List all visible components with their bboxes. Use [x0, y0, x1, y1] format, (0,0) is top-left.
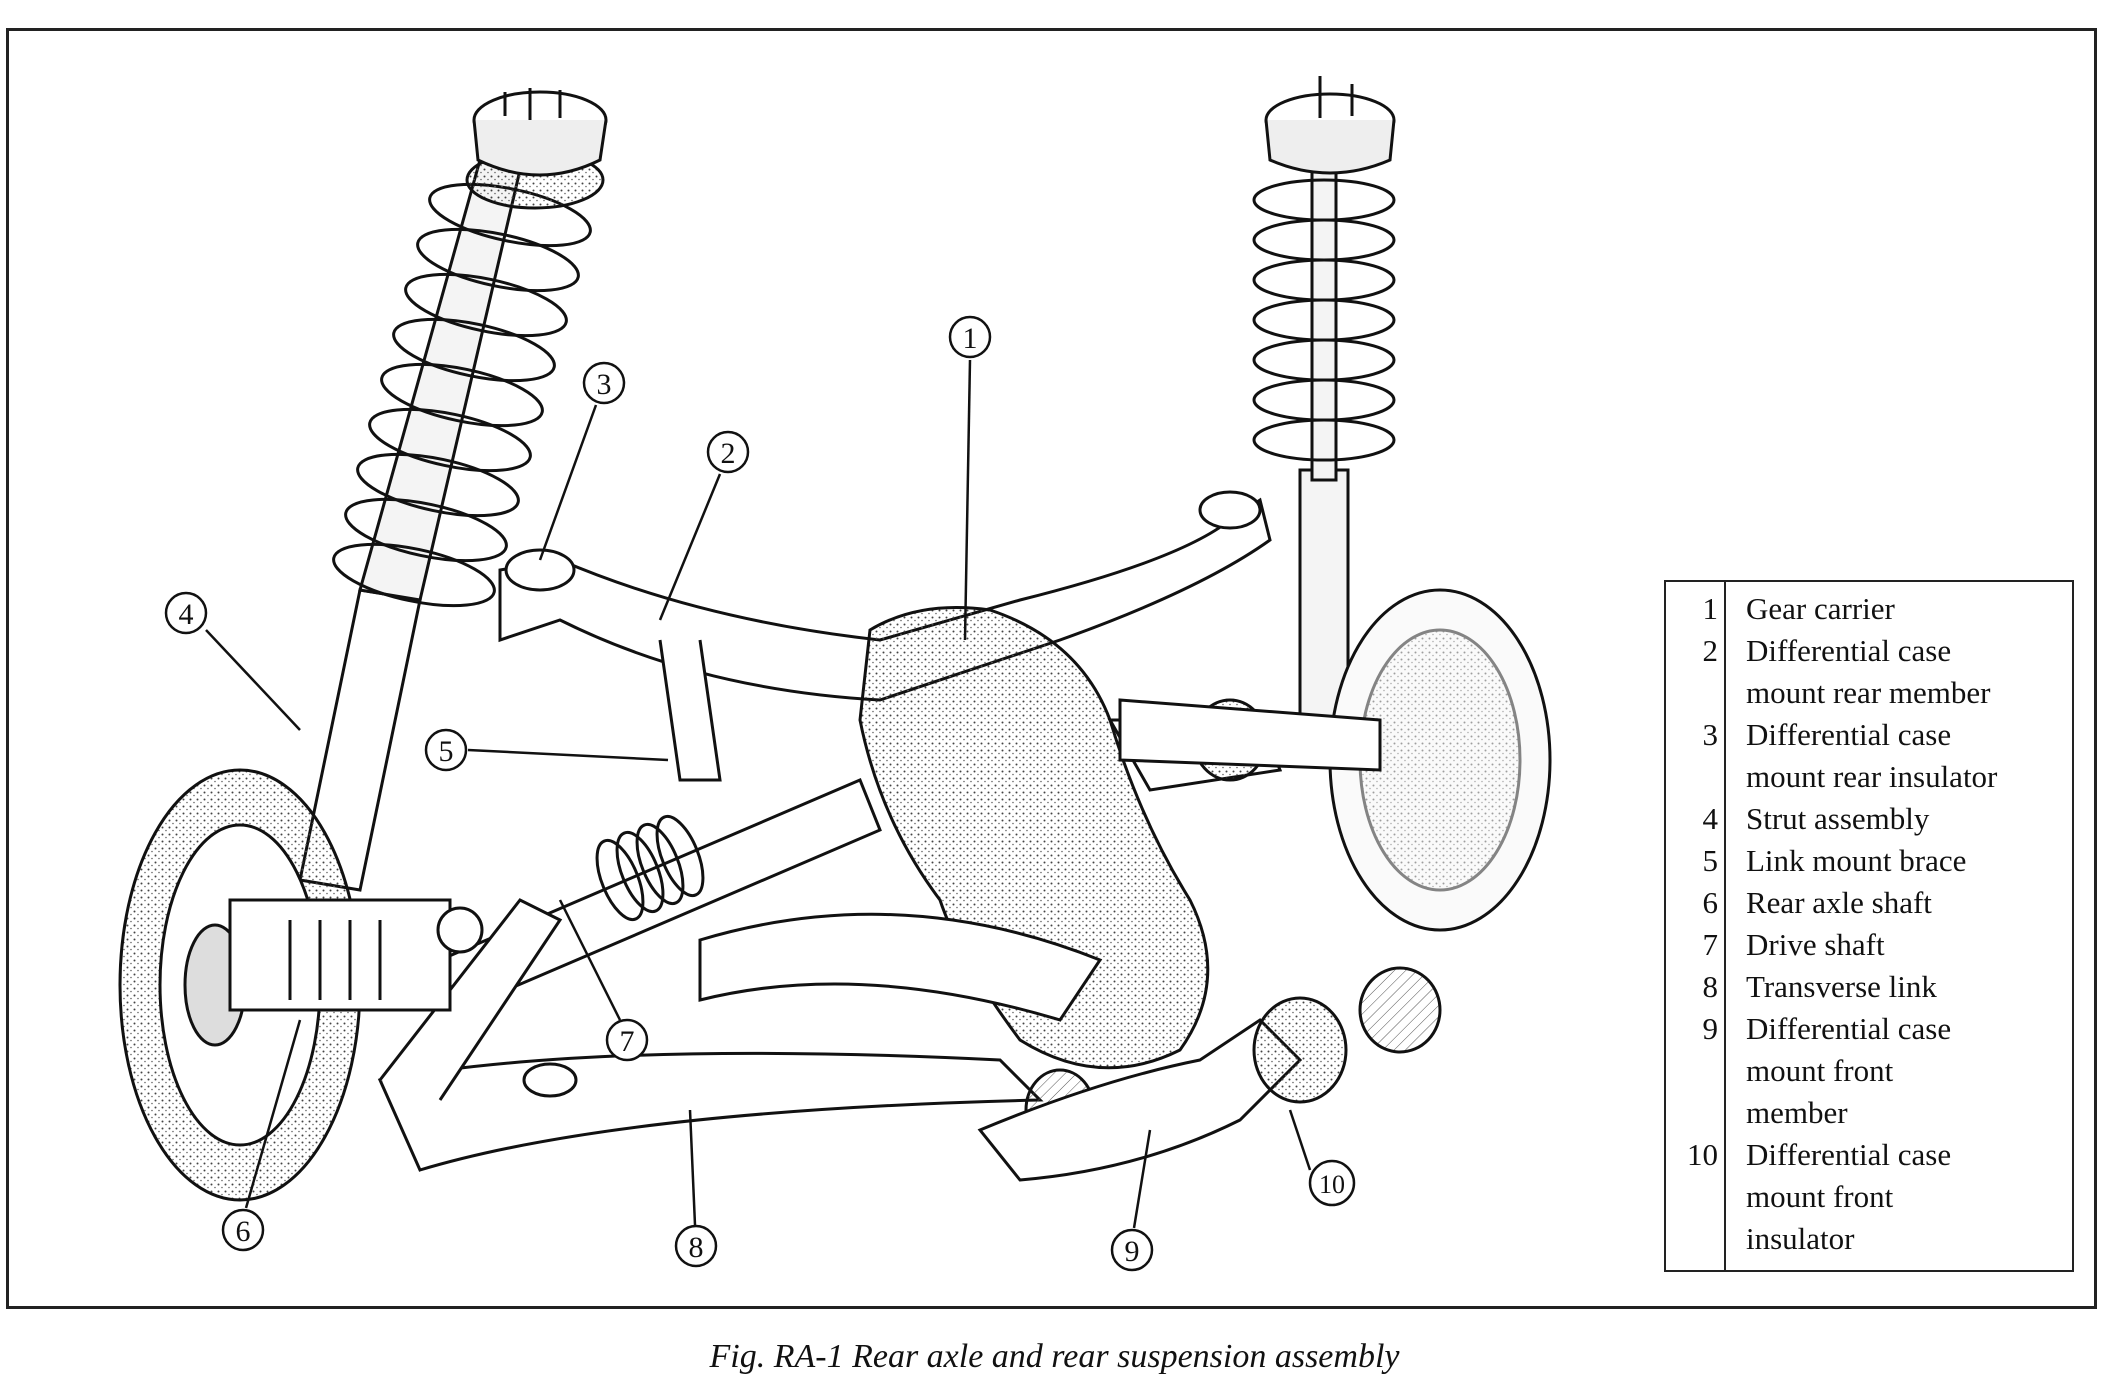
svg-text:9: 9	[1125, 1235, 1140, 1268]
callout-5	[424, 728, 468, 772]
legend-item-label: Gear carrier	[1746, 591, 1895, 626]
legend-item-number: 4	[1702, 801, 1719, 836]
legend-item-label: Strut assembly	[1746, 801, 1930, 836]
legend-item-number: 8	[1702, 969, 1719, 1004]
svg-text:4: 4	[179, 598, 194, 631]
svg-text:6: 6	[236, 1215, 251, 1248]
front-mount-member	[977, 966, 1442, 1182]
right-brake-drum	[1328, 588, 1552, 932]
callouts: 1 2 3 4 5 6 7 8 9 10	[164, 315, 1356, 1272]
legend-item-label: member	[1746, 1095, 1848, 1130]
legend-item: 6 Rear axle shaft	[1666, 882, 2076, 924]
legend-item: 2 Differential case mount rear member	[1666, 630, 2076, 714]
legend-item: 7 Drive shaft	[1666, 924, 2076, 966]
legend-item-label: mount front	[1746, 1053, 1894, 1088]
legend-item: 3 Differential case mount rear insulator	[1666, 714, 2076, 798]
legend-item-label: mount rear insulator	[1746, 759, 1998, 794]
legend-item: 8 Transverse link	[1666, 966, 2076, 1008]
legend-item-label: mount front	[1746, 1179, 1894, 1214]
callout-3	[582, 361, 626, 405]
left-brake-drum	[118, 768, 484, 1202]
legend-item: 9 Differential case mount front member	[1666, 1008, 2076, 1134]
right-drive-shaft	[1118, 698, 1382, 772]
callout-2	[706, 430, 750, 474]
legend-item: 4 Strut assembly	[1666, 798, 2076, 840]
legend-item-label: Differential case	[1746, 717, 1952, 752]
svg-text:7: 7	[620, 1025, 635, 1058]
callout-1	[948, 315, 992, 359]
legend-item-number: 2	[1702, 633, 1719, 668]
legend-item: 10 Differential case mount front insulator	[1666, 1134, 2076, 1260]
legend-item-label: Differential case	[1746, 1137, 1952, 1172]
callout-9	[1110, 1228, 1154, 1272]
legend-item-label: Rear axle shaft	[1746, 885, 1932, 920]
svg-text:8: 8	[689, 1231, 704, 1264]
legend-item-label: insulator	[1746, 1221, 1855, 1256]
legend-item: 1 Gear carrier	[1666, 588, 2076, 630]
legend-item-number: 10	[1687, 1137, 1718, 1172]
callout-4	[164, 591, 208, 635]
legend-item-number: 7	[1702, 927, 1719, 962]
legend-item-number: 6	[1702, 885, 1719, 920]
legend-item-number: 9	[1702, 1011, 1719, 1046]
legend-item-number: 3	[1702, 717, 1719, 752]
svg-text:10: 10	[1319, 1170, 1345, 1199]
legend-item-number: 1	[1702, 591, 1719, 626]
svg-text:3: 3	[597, 368, 612, 401]
callout-6	[221, 1208, 265, 1252]
svg-text:2: 2	[721, 437, 736, 470]
legend-item-label: Differential case	[1746, 633, 1952, 668]
right-strut-assembly	[1252, 76, 1396, 732]
legend-item-label: Transverse link	[1746, 969, 1937, 1004]
legend-item-label: Link mount brace	[1746, 843, 1967, 878]
rear-member	[498, 490, 1272, 782]
legend-divider	[1724, 582, 1726, 1270]
figure-caption: Fig. RA-1 Rear axle and rear suspension …	[709, 1338, 1400, 1375]
legend-item-number: 5	[1702, 843, 1719, 878]
callout-10	[1308, 1159, 1356, 1207]
svg-text:5: 5	[439, 735, 454, 768]
legend-item-label: mount rear member	[1746, 675, 1991, 710]
left-strut-assembly	[298, 88, 608, 892]
legend-item-label: Drive shaft	[1746, 927, 1885, 962]
svg-text:1: 1	[963, 322, 978, 355]
legend-item: 5 Link mount brace	[1666, 840, 2076, 882]
callout-7	[605, 1018, 649, 1062]
callout-8	[674, 1224, 718, 1268]
legend-item-label: Differential case	[1746, 1011, 1952, 1046]
